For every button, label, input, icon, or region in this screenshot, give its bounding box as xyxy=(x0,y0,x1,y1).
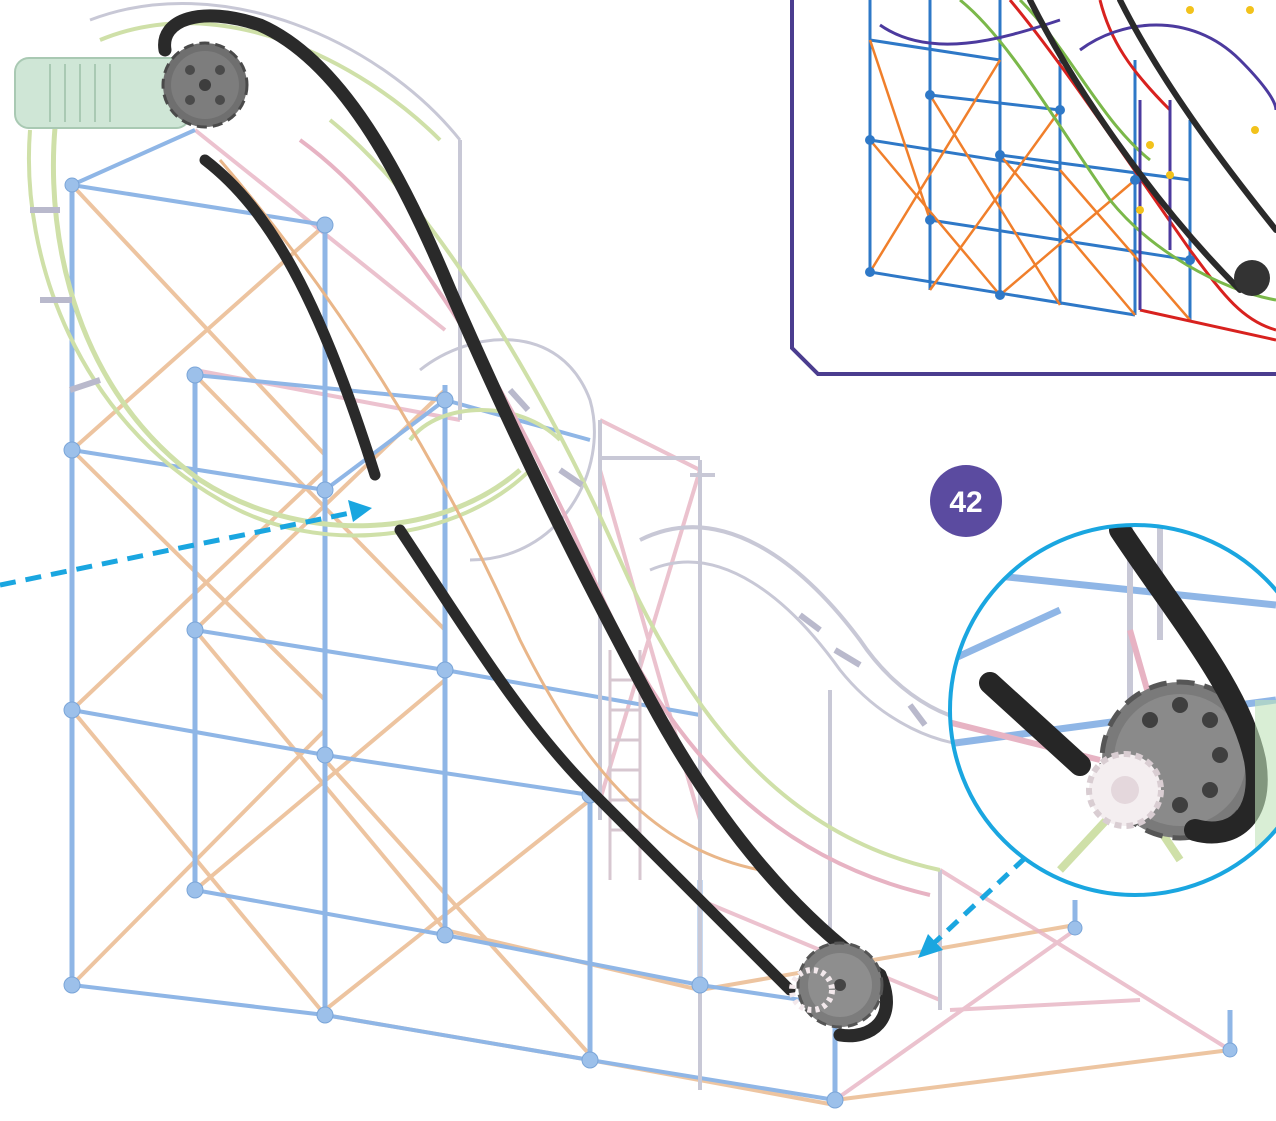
chain-belt xyxy=(158,9,893,1043)
inset-overview xyxy=(790,0,1276,376)
connector-icon xyxy=(436,391,454,409)
arrow-icon xyxy=(918,856,1027,958)
gear-icon xyxy=(161,41,249,129)
connector-icon xyxy=(186,621,204,639)
connector-icon xyxy=(316,216,334,234)
arrow-icon xyxy=(0,500,372,588)
connector-icon xyxy=(436,661,454,679)
gear-icon xyxy=(1234,260,1270,296)
connector-icon xyxy=(63,976,81,994)
connector-icon xyxy=(1222,1042,1238,1058)
connector-hubs xyxy=(63,177,1238,1109)
coaster-frame xyxy=(69,128,1233,1107)
connector-icon xyxy=(581,1051,599,1069)
connector-icon xyxy=(63,441,81,459)
connector-icon xyxy=(316,481,334,499)
connector-icon xyxy=(63,701,81,719)
motor-assembly xyxy=(14,41,249,129)
connector-icon xyxy=(186,881,204,899)
gear-icon xyxy=(789,941,884,1029)
connector-icon xyxy=(316,746,334,764)
step-number: 42 xyxy=(949,486,982,519)
gear-icon xyxy=(1086,751,1164,829)
connector-icon xyxy=(64,177,80,193)
connector-icon xyxy=(316,1006,334,1024)
motor-icon xyxy=(14,57,191,129)
connector-icon xyxy=(1067,920,1083,936)
connector-icon xyxy=(691,976,709,994)
step-number-badge: 42 xyxy=(930,465,1002,537)
connector-icon xyxy=(186,366,204,384)
connector-icon xyxy=(826,1091,844,1109)
zoom-detail xyxy=(948,523,1276,897)
connector-icon xyxy=(436,926,454,944)
